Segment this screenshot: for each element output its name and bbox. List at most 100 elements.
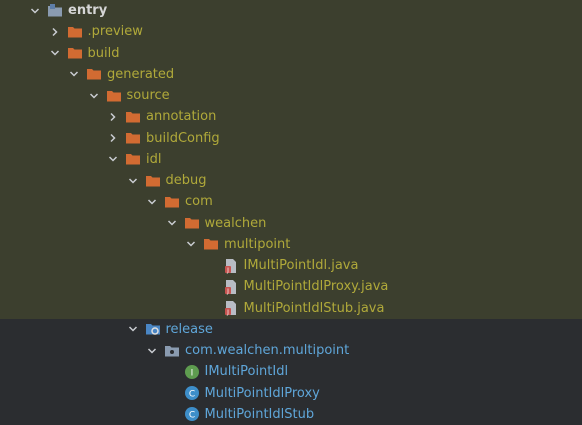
tree-node-com[interactable]: com <box>0 191 582 213</box>
tree-node-annotation[interactable]: annotation <box>0 106 582 128</box>
tree-indent <box>0 85 87 106</box>
chevron-down-icon[interactable] <box>126 322 140 336</box>
tree-indent <box>0 191 145 212</box>
svg-text:J: J <box>226 288 229 295</box>
tree-node-label: .preview <box>87 24 143 40</box>
folder-icon <box>184 215 200 231</box>
tree-node-label: buildConfig <box>146 130 220 146</box>
tree-indent <box>0 21 48 42</box>
chevron-down-icon[interactable] <box>165 216 179 230</box>
tree-indent <box>0 149 106 170</box>
tree-node-multipoint[interactable]: multipoint <box>0 233 582 255</box>
chevron-right-icon[interactable] <box>48 25 62 39</box>
module-folder-icon <box>47 3 63 19</box>
folder-icon <box>145 173 161 189</box>
tree-indent <box>0 255 204 276</box>
tree-node-c2[interactable]: C MultiPointIdlProxy <box>0 382 582 404</box>
tree-node-label: idl <box>146 151 162 167</box>
chevron-down-icon[interactable] <box>126 174 140 188</box>
tree-indent <box>0 383 165 404</box>
folder-icon <box>67 45 83 61</box>
folder-icon <box>164 194 180 210</box>
tree-node-build[interactable]: build <box>0 42 582 64</box>
tree-node-label: source <box>126 88 170 104</box>
class-icon: C <box>184 406 200 422</box>
folder-icon <box>125 151 141 167</box>
tree-indent <box>0 234 184 255</box>
tree-node-label: IMultiPointIdl.java <box>243 258 359 274</box>
chevron-right-icon[interactable] <box>106 110 120 124</box>
chevron-right-icon[interactable] <box>106 131 120 145</box>
chevron-down-icon[interactable] <box>67 67 81 81</box>
tree-node-wealchen[interactable]: wealchen <box>0 212 582 234</box>
package-icon <box>164 343 180 359</box>
tree-indent <box>0 276 204 297</box>
svg-text:I: I <box>190 368 193 378</box>
chevron-down-icon[interactable] <box>184 237 198 251</box>
java-file-icon: J <box>223 279 239 295</box>
svg-text:C: C <box>188 411 194 421</box>
tree-node-label: entry <box>68 3 108 19</box>
tree-node-c3[interactable]: C MultiPointIdlStub <box>0 403 582 425</box>
class-icon: C <box>184 385 200 401</box>
tree-node-label: debug <box>165 173 207 189</box>
java-file-icon: J <box>223 300 239 316</box>
tree-node-label: com <box>185 194 213 210</box>
tree-node-label: MultiPointIdlProxy <box>204 385 320 401</box>
chevron-down-icon[interactable] <box>106 152 120 166</box>
svg-text:J: J <box>226 267 229 274</box>
tree-node-idl[interactable]: idl <box>0 148 582 170</box>
tree-indent <box>0 106 106 127</box>
tree-indent <box>0 361 165 382</box>
tree-node-label: MultiPointIdlStub.java <box>243 300 385 316</box>
tree-node-generated[interactable]: generated <box>0 63 582 85</box>
tree-indent <box>0 170 126 191</box>
tree-indent <box>0 340 145 361</box>
tree-indent <box>0 128 106 149</box>
folder-icon <box>106 88 122 104</box>
tree-indent <box>0 43 48 64</box>
chevron-down-icon[interactable] <box>48 46 62 60</box>
tree-node-label: MultiPointIdlStub <box>204 406 315 422</box>
tree-node-preview[interactable]: .preview <box>0 21 582 43</box>
tree-indent <box>0 0 28 21</box>
tree-node-label: multipoint <box>224 236 291 252</box>
tree-node-release[interactable]: release <box>0 318 582 340</box>
svg-text:C: C <box>188 390 194 400</box>
tree-node-buildConfig[interactable]: buildConfig <box>0 127 582 149</box>
tree-node-label: build <box>87 45 120 61</box>
tree-node-f3[interactable]: J MultiPointIdlStub.java <box>0 297 582 319</box>
tree-node-label: com.wealchen.multipoint <box>185 343 350 359</box>
tree-node-debug[interactable]: debug <box>0 170 582 192</box>
tree-node-label: annotation <box>146 109 217 125</box>
tree-node-label: generated <box>107 66 175 82</box>
folder-icon <box>125 130 141 146</box>
chevron-down-icon[interactable] <box>145 344 159 358</box>
interface-icon: I <box>184 364 200 380</box>
tree-indent <box>0 298 204 319</box>
chevron-down-icon[interactable] <box>28 4 42 18</box>
tree-node-label: wealchen <box>204 215 267 231</box>
tree-node-label: MultiPointIdlProxy.java <box>243 279 389 295</box>
tree-node-f1[interactable]: J IMultiPointIdl.java <box>0 255 582 277</box>
svg-text:J: J <box>226 309 229 316</box>
tree-node-source[interactable]: source <box>0 85 582 107</box>
tree-indent <box>0 319 126 340</box>
tree-node-c1[interactable]: I IMultiPointIdl <box>0 361 582 383</box>
tree-node-entry[interactable]: entry <box>0 0 582 22</box>
tree-node-f2[interactable]: J MultiPointIdlProxy.java <box>0 276 582 298</box>
folder-icon <box>67 24 83 40</box>
tree-node-pkg[interactable]: com.wealchen.multipoint <box>0 340 582 362</box>
tree-indent <box>0 404 165 425</box>
java-file-icon: J <box>223 258 239 274</box>
folder-icon <box>86 66 102 82</box>
chevron-down-icon[interactable] <box>87 89 101 103</box>
folder-icon <box>203 236 219 252</box>
chevron-down-icon[interactable] <box>145 195 159 209</box>
source-root-icon <box>145 321 161 337</box>
folder-icon <box>125 109 141 125</box>
tree-indent <box>0 64 67 85</box>
tree-node-label: release <box>165 321 213 337</box>
tree-node-label: IMultiPointIdl <box>204 364 289 380</box>
